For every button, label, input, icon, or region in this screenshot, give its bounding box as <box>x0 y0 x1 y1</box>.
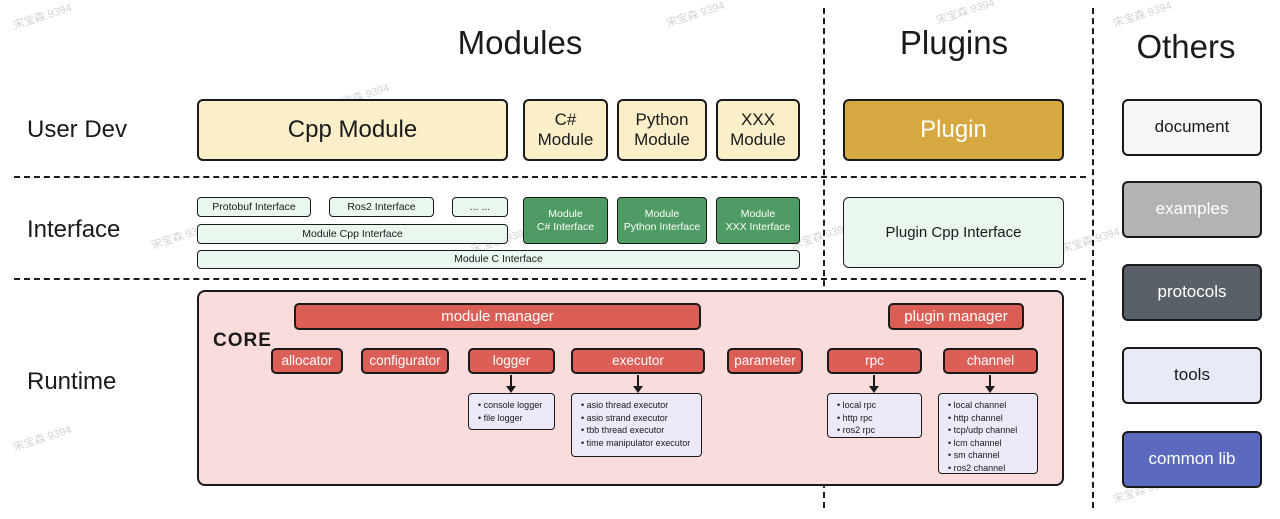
module-python-interface-line1: Module <box>644 207 680 220</box>
allocator-box: allocator <box>271 348 343 374</box>
divider-userdev-interface <box>14 176 1086 178</box>
list-item: ros2 rpc <box>837 424 917 437</box>
plugin-box: Plugin <box>843 99 1064 161</box>
divider-interface-runtime <box>14 278 1086 280</box>
plugin-cpp-interface-box: Plugin Cpp Interface <box>843 197 1064 268</box>
logger-sublist: console logger file logger <box>468 393 555 430</box>
module-python-interface-line2: Python Interface <box>623 220 701 233</box>
modules-title: Modules <box>457 24 583 61</box>
executor-arrow-down <box>633 375 643 393</box>
ros2-interface-box: Ros2 Interface <box>329 197 434 217</box>
list-item: sm channel <box>948 449 1033 462</box>
logger-arrow-down <box>506 375 516 393</box>
module-csharp-interface-line2: C# Interface <box>536 220 595 233</box>
rpc-sublist: local rpc http rpc ros2 rpc <box>827 393 922 438</box>
module-xxx-interface-line2: XXX Interface <box>725 220 791 233</box>
list-item: console logger <box>478 399 550 412</box>
configurator-box: configurator <box>361 348 449 374</box>
watermark-text: 宋宝森 9394 <box>11 1 74 33</box>
list-item: tcp/udp channel <box>948 424 1033 437</box>
list-item: asio strand executor <box>581 412 697 425</box>
watermark-text: 宋宝森 9394 <box>11 423 74 455</box>
rpc-box: rpc <box>827 348 922 374</box>
logger-box: logger <box>468 348 555 374</box>
divider-plugins-others <box>1092 8 1094 508</box>
executor-box: executor <box>571 348 705 374</box>
list-item: file logger <box>478 412 550 425</box>
module-python-interface-box: Module Python Interface <box>617 197 707 244</box>
module-cpp-interface-box: Module Cpp Interface <box>197 224 508 244</box>
list-item: http channel <box>948 412 1033 425</box>
others-document-box: document <box>1122 99 1262 156</box>
others-examples-box: examples <box>1122 181 1262 238</box>
xxx-module-line1: XXX <box>740 109 776 129</box>
others-title: Others <box>1136 28 1236 65</box>
python-module-box: Python Module <box>617 99 707 161</box>
watermark-text: 宋宝森 9394 <box>1059 225 1122 257</box>
xxx-module-box: XXX Module <box>716 99 800 161</box>
module-csharp-interface-line1: Module <box>548 207 583 220</box>
module-manager-box: module manager <box>294 303 701 330</box>
rpc-arrow-down <box>869 375 879 393</box>
core-label: CORE <box>213 330 272 351</box>
list-item: lcm channel <box>948 437 1033 450</box>
list-item: tbb thread executor <box>581 424 697 437</box>
others-tools-box: tools <box>1122 347 1262 404</box>
plugin-manager-box: plugin manager <box>888 303 1024 330</box>
python-module-line2: Module <box>634 130 690 149</box>
ellipsis-interface-box: ... ... <box>452 197 508 217</box>
channel-box: channel <box>943 348 1038 374</box>
channel-arrow-down <box>985 375 995 393</box>
list-item: asio thread executor <box>581 399 697 412</box>
module-csharp-interface-box: Module C# Interface <box>523 197 608 244</box>
divider-modules-plugins <box>823 8 825 508</box>
csharp-module-line1: C# <box>554 109 577 129</box>
others-protocols-box: protocols <box>1122 264 1262 321</box>
channel-sublist: local channel http channel tcp/udp chann… <box>938 393 1038 474</box>
list-item: time manipulator executor <box>581 437 697 450</box>
protobuf-interface-box: Protobuf Interface <box>197 197 311 217</box>
csharp-module-box: C# Module <box>523 99 608 161</box>
module-xxx-interface-box: Module XXX Interface <box>716 197 800 244</box>
plugins-title: Plugins <box>899 24 1009 61</box>
row-label-runtime: Runtime <box>27 368 117 395</box>
executor-sublist: asio thread executor asio strand executo… <box>571 393 702 457</box>
list-item: ros2 channel <box>948 462 1033 475</box>
parameter-box: parameter <box>727 348 803 374</box>
others-common-lib-box: common lib <box>1122 431 1262 488</box>
cpp-module-box: Cpp Module <box>197 99 508 161</box>
watermark-text: 宋宝森 9394 <box>664 0 727 31</box>
list-item: http rpc <box>837 412 917 425</box>
list-item: local channel <box>948 399 1033 412</box>
csharp-module-line2: Module <box>537 130 594 149</box>
module-xxx-interface-line1: Module <box>740 207 776 220</box>
module-c-interface-box: Module C Interface <box>197 250 800 269</box>
xxx-module-line2: Module <box>730 130 786 149</box>
list-item: local rpc <box>837 399 917 412</box>
watermark-text: 宋宝森 9394 <box>1111 0 1174 31</box>
row-label-user-dev: User Dev <box>27 116 128 143</box>
python-module-line1: Python <box>635 109 689 129</box>
row-label-interface: Interface <box>27 216 121 243</box>
